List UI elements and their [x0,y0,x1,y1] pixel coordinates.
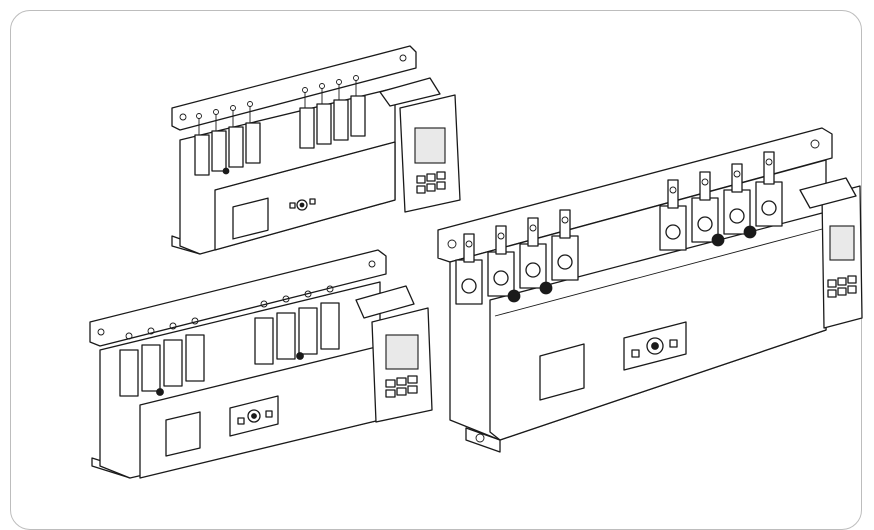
medium-pole-a1 [119,349,139,397]
medium-pole-group-a [119,317,205,397]
large-switch-unit [437,127,863,453]
medium-mounting-rail [89,249,387,347]
small-handle-center [299,202,305,208]
large-terminal-b1 [711,233,725,247]
large-terminal-a2 [539,281,553,295]
large-terminal-a1 [507,289,521,303]
small-controller [379,77,461,213]
small-indicator-right [309,198,316,205]
medium-window [165,411,201,457]
large-handle-center [651,342,659,350]
medium-handle-center [251,413,257,419]
small-pole-a1 [194,134,210,176]
large-indicator-left [631,349,640,358]
large-indicator-right [669,339,678,348]
medium-pole-a4 [185,334,205,382]
large-pole-b1 [659,205,687,251]
small-rail-hole-right [399,54,407,62]
medium-rail-hole-right [368,260,376,268]
large-pole-group-b [659,151,783,251]
medium-pole-group-b [254,285,340,365]
small-switch-unit [171,45,461,255]
small-pole-b3 [333,99,349,141]
small-mounting-rail [171,45,417,131]
small-pole-b2 [316,103,332,145]
medium-controller-top [355,285,415,319]
small-pole-a4 [245,122,261,164]
large-pole-group-a [455,209,579,305]
medium-rail-hole-left [97,328,105,336]
small-pole-b4 [350,95,366,137]
medium-switch-unit [89,249,433,479]
medium-indicator-right [265,410,273,418]
large-foot-hole [475,433,485,443]
medium-controller-display [385,334,419,370]
small-pole-group-b [299,75,366,149]
large-controller-top [799,177,857,209]
large-rail-hole-left [447,239,457,249]
medium-pole-b1 [254,317,274,365]
large-terminal-b2 [743,225,757,239]
small-window [232,197,269,240]
medium-indicator-left [237,417,245,425]
small-controller-display [414,127,446,164]
large-controller [799,177,863,329]
small-cover-edge [214,141,396,191]
large-window [539,343,585,401]
small-terminal-a [222,167,230,175]
medium-pole-b3 [298,307,318,355]
medium-pole-a2 [141,344,161,392]
small-pole-b1 [299,107,315,149]
large-controller-display [829,225,855,261]
medium-pole-a3 [163,339,183,387]
small-rail-hole-left [179,113,187,121]
medium-pole-b2 [276,312,296,360]
medium-controller [355,285,433,423]
medium-terminal-a [156,388,164,396]
small-pole-group-a [194,101,261,176]
medium-pole-b4 [320,302,340,350]
small-indicator-left [289,202,296,209]
small-pole-a2 [211,130,227,172]
transfer-switch-illustration [89,45,863,479]
large-rail-hole-right [810,139,820,149]
medium-terminal-b [296,352,304,360]
small-pole-a3 [228,126,244,168]
large-cover-ridge [494,227,827,317]
small-controller-top [379,77,441,107]
